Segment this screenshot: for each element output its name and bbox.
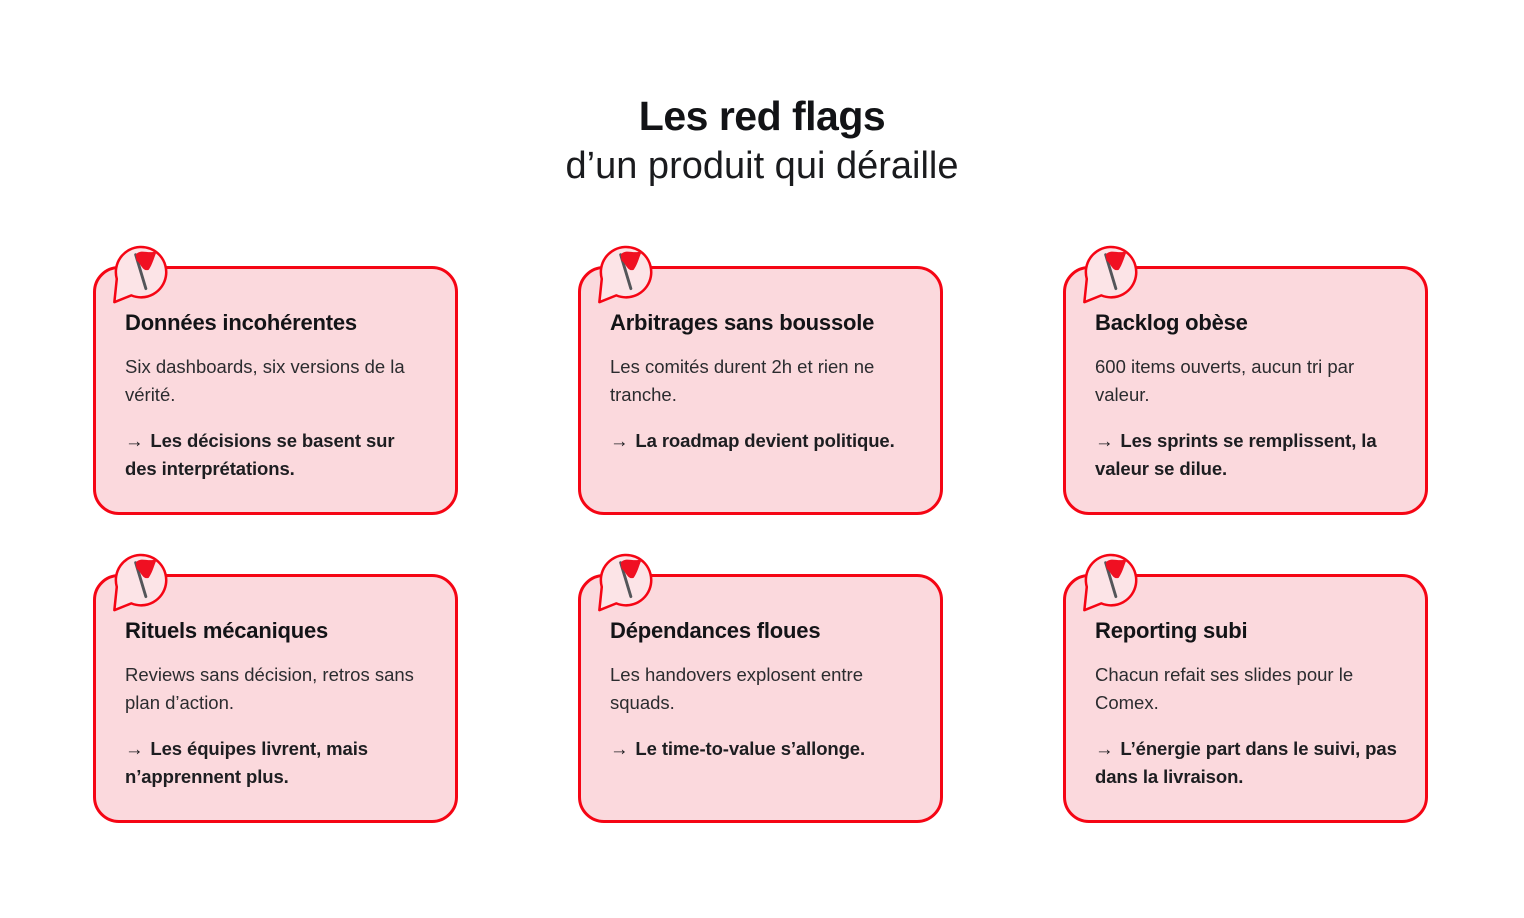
arrow-icon: → [125, 430, 144, 452]
card-body: Les handovers explosent entre squads. [610, 664, 864, 714]
arrow-icon: → [610, 738, 629, 760]
red-flag-icon [595, 243, 657, 309]
consequence-text: Les sprints se remplissent, la valeur se… [1095, 430, 1377, 480]
page-subtitle: d’un produit qui déraille [565, 145, 959, 188]
card-reporting-subi: Reporting subi Chacun refait ses slides … [1063, 553, 1428, 823]
card-body: Reviews sans décision, retros sans plan … [125, 664, 414, 714]
card-heading: Dépendances floues [610, 617, 821, 643]
consequence-text: L’énergie part dans le suivi, pas dans l… [1095, 738, 1397, 788]
card-consequence: →Les équipes livrent, mais n’apprennent … [125, 735, 427, 791]
card-donnees-incoherentes: Données incohérentes Six dashboards, six… [93, 245, 458, 515]
page-title: Les red flags [638, 93, 886, 139]
card-rituels-mecaniques: Rituels mécaniques Reviews sans décision… [93, 553, 458, 823]
arrow-icon: → [125, 738, 144, 760]
arrow-icon: → [610, 430, 629, 452]
red-flag-icon [1080, 243, 1142, 309]
card-body: 600 items ouverts, aucun tri par valeur. [1095, 356, 1355, 406]
card-backlog-obese: Backlog obèse 600 items ouverts, aucun t… [1063, 245, 1428, 515]
consequence-text: Le time-to-value s’allonge. [635, 738, 866, 760]
consequence-text: Les équipes livrent, mais n’apprennent p… [125, 738, 368, 788]
card-arbitrages-sans-boussole: Arbitrages sans boussole Les comités dur… [578, 245, 943, 515]
page-header: Les red flags d’un produit qui déraille [0, 0, 1524, 190]
card-body: Chacun refait ses slides pour le Comex. [1095, 664, 1354, 714]
card-heading: Rituels mécaniques [125, 617, 329, 643]
card-heading: Reporting subi [1095, 617, 1248, 643]
card-dependances-floues: Dépendances floues Les handovers explose… [578, 553, 943, 823]
red-flag-icon [110, 551, 172, 617]
red-flag-icon [110, 243, 172, 309]
card-consequence: →L’énergie part dans le suivi, pas dans … [1095, 735, 1397, 791]
card-consequence: →Les décisions se basent sur des interpr… [125, 427, 427, 483]
arrow-icon: → [1095, 738, 1114, 760]
red-flags-grid: Données incohérentes Six dashboards, six… [93, 245, 1428, 823]
arrow-icon: → [1095, 430, 1114, 452]
consequence-text: La roadmap devient politique. [635, 430, 895, 452]
card-consequence: →Les sprints se remplissent, la valeur s… [1095, 427, 1397, 483]
card-heading: Données incohérentes [125, 309, 357, 335]
card-consequence: → Le time-to-value s’allonge. [610, 735, 912, 763]
red-flag-icon [595, 551, 657, 617]
card-body: Les comités durent 2h et rien ne tranche… [610, 356, 875, 406]
card-heading: Backlog obèse [1095, 309, 1248, 335]
red-flag-icon [1080, 551, 1142, 617]
card-consequence: → La roadmap devient politique. [610, 427, 912, 455]
card-body: Six dashboards, six versions de la vérit… [125, 356, 405, 406]
consequence-text: Les décisions se basent sur des interpré… [125, 430, 395, 480]
card-heading: Arbitrages sans boussole [610, 309, 875, 335]
